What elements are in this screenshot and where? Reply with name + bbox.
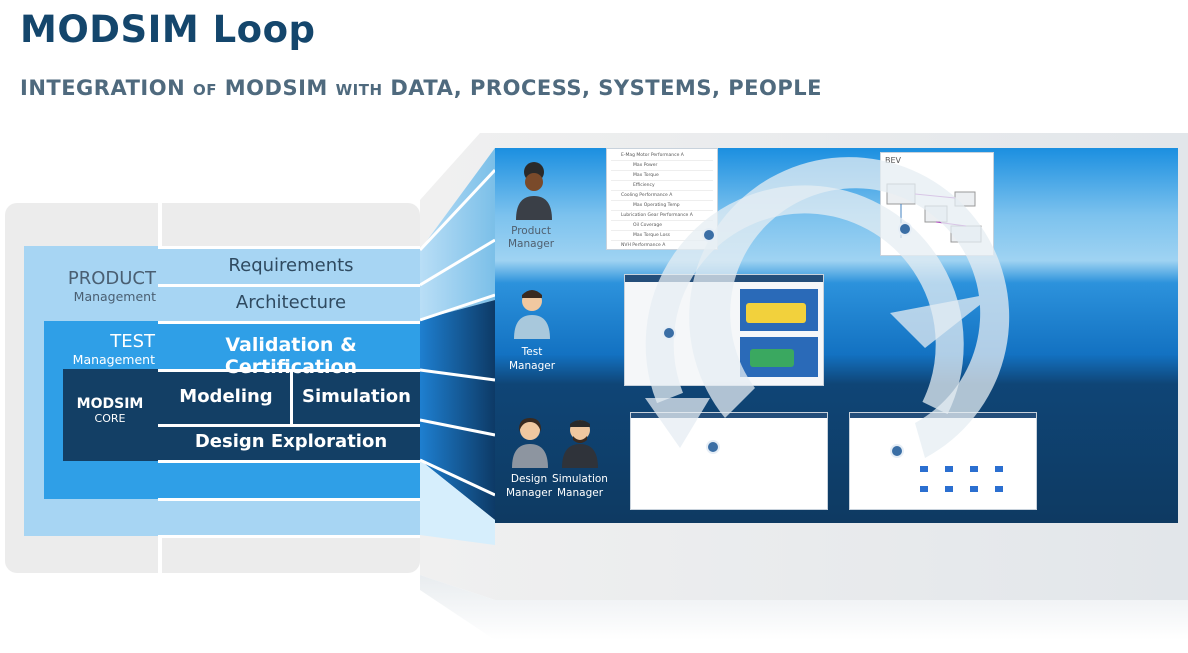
subtitle-word-with: WITH xyxy=(335,81,383,99)
simulation-manager-label: Simulation Manager xyxy=(552,473,608,499)
test-management-label: TEST Management xyxy=(72,331,155,367)
subtitle-word-of: OF xyxy=(192,81,217,99)
test-manager-label: Test Manager xyxy=(508,346,556,372)
product-management-label: PRODUCT Management xyxy=(67,268,156,304)
row-sep xyxy=(158,321,420,324)
requirements-tree-item: E-Mag Motor Performance A xyxy=(611,151,713,161)
requirements-tree-item: Efficiency xyxy=(611,181,713,191)
modeling-screenshot xyxy=(630,412,828,510)
row-architecture: Architecture xyxy=(235,292,347,313)
row-modeling: Modeling xyxy=(179,386,273,407)
requirements-tree-item: Max Power xyxy=(611,161,713,171)
requirements-tree-item: Max Operating Temp xyxy=(611,201,713,211)
design-manager-avatar xyxy=(512,418,548,468)
architecture-label: BEV xyxy=(885,156,902,165)
requirements-tree-item: Max Torque xyxy=(611,171,713,181)
core-layer xyxy=(63,369,420,461)
simulation-manager-avatar xyxy=(562,420,598,468)
test-manager-avatar xyxy=(514,290,550,339)
row-sep xyxy=(158,424,420,427)
requirements-tree-item: Lubrication Gear Performance A xyxy=(611,211,713,221)
page-title: MODSIM Loop xyxy=(20,8,316,51)
requirements-tree-item: NVH Performance A xyxy=(611,241,713,249)
page-subtitle: INTEGRATION OF MODSIM WITH DATA, PROCESS… xyxy=(20,76,822,100)
row-sep xyxy=(158,535,420,538)
row-sep xyxy=(158,246,420,249)
subtitle-word-integration: INTEGRATION xyxy=(20,76,186,100)
modsim-core-label: MODSIM CORE xyxy=(76,396,144,425)
loop-node xyxy=(702,228,716,242)
loop-node xyxy=(706,440,720,454)
loop-node xyxy=(890,444,904,458)
requirements-tree-item: Oil Coverage xyxy=(611,221,713,231)
row-requirements: Requirements xyxy=(228,255,354,276)
subtitle-word-modsim: MODSIM xyxy=(224,76,328,100)
product-manager-avatar xyxy=(516,162,552,220)
subtitle-word-list: DATA, PROCESS, SYSTEMS, PEOPLE xyxy=(390,76,822,100)
row-sep xyxy=(158,284,420,287)
loop-node xyxy=(898,222,912,236)
design-manager-label: Design Manager xyxy=(505,473,553,499)
requirements-tree-item: Max Torque Loss xyxy=(611,231,713,241)
product-manager-label: Product Manager xyxy=(507,225,555,250)
row-simulation: Simulation xyxy=(302,386,411,407)
design-grid xyxy=(920,466,1003,492)
requirements-tree-item: Cooling Performance A xyxy=(611,191,713,201)
row-design-exploration: Design Exploration xyxy=(194,431,388,452)
loop-node xyxy=(662,326,676,340)
row-sep xyxy=(158,460,420,463)
cell-sep xyxy=(290,372,293,424)
row-sep xyxy=(158,498,420,501)
row-sep xyxy=(158,369,420,372)
loop-arrow xyxy=(645,157,1010,458)
row-validation-certification: Validation & Certification xyxy=(224,334,358,378)
